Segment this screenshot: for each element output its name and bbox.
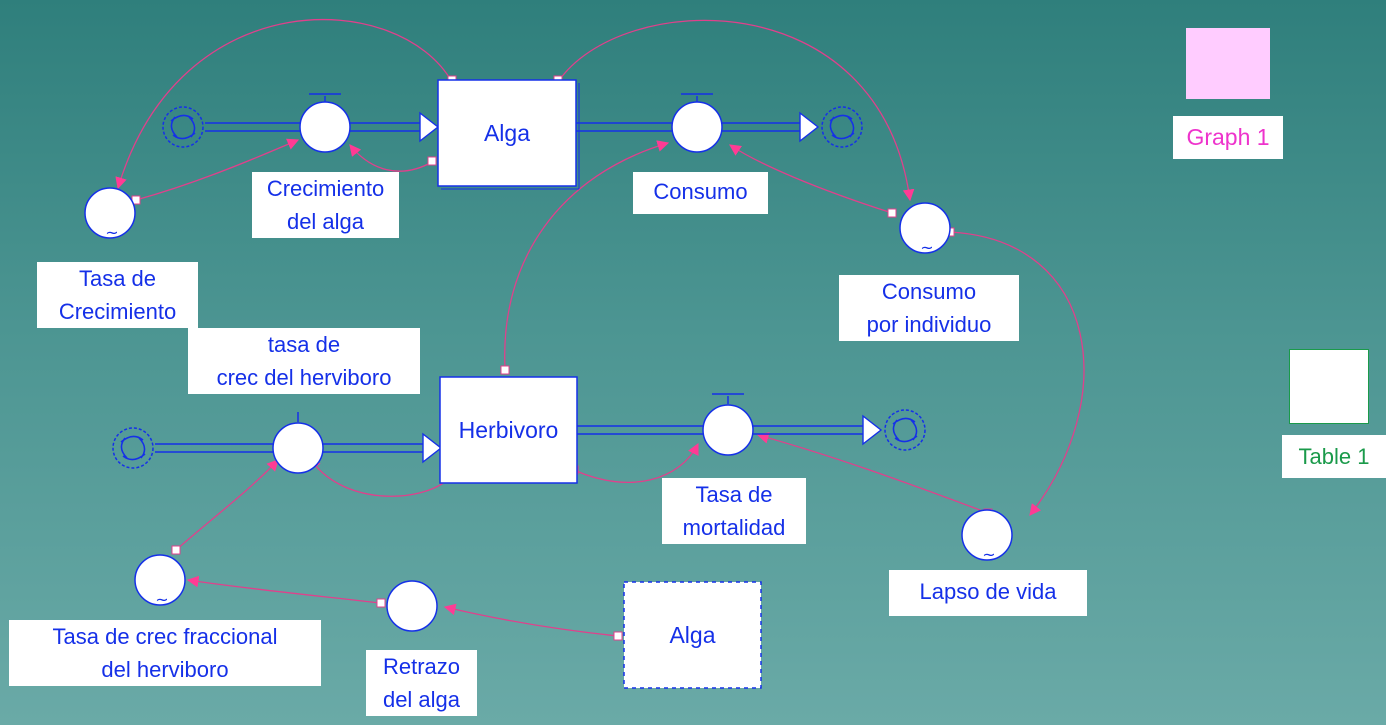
connector-individuo-to-consumo	[729, 144, 893, 214]
connector-herbivoro-to-crec	[309, 457, 451, 497]
connector-alga-to-consumo-individuo	[557, 19, 915, 202]
converter-lapso-vida[interactable]	[961, 509, 1013, 561]
source-cloud-alga	[162, 106, 204, 148]
source-cloud-herbivoro	[112, 427, 154, 469]
sink-cloud-consumo	[821, 106, 863, 148]
connector-retrazo-to-fraccional	[186, 575, 381, 604]
flow-valve-crecimiento[interactable]	[299, 93, 351, 153]
graphical-function-icon: ~	[920, 238, 933, 257]
connector-herbivoro-to-mortalidad	[573, 442, 699, 483]
stock-alga[interactable]	[437, 79, 580, 190]
graphical-function-icon: ~	[982, 545, 995, 564]
connector-alga-to-tasa	[115, 18, 453, 190]
flow-valve-crec-herviboro[interactable]	[272, 412, 324, 474]
stock-label-alga: Alga	[483, 120, 531, 146]
connector-herbivoro-to-consumo	[504, 140, 670, 369]
stock-label-herbivoro: Herbivoro	[458, 417, 559, 443]
converter-consumo-individuo[interactable]	[899, 202, 951, 254]
table-pad[interactable]	[1289, 349, 1369, 424]
connector-alga-to-crecimiento	[349, 144, 433, 172]
connector-individuo-to-lapso	[949, 231, 1085, 516]
graph-label[interactable]: Graph 1	[1173, 116, 1283, 159]
graphical-function-icon: ~	[155, 590, 168, 609]
stock-herbivoro[interactable]	[439, 376, 578, 484]
table-label[interactable]: Table 1	[1282, 435, 1386, 478]
connector-tasa-to-crecimiento	[135, 138, 300, 201]
connector-fraccional-to-crec	[175, 459, 279, 551]
converter-label-lapso-vida: Lapso de vida	[889, 570, 1087, 616]
converter-retrazo-alga[interactable]	[386, 580, 438, 632]
sink-cloud-mortalidad	[884, 409, 926, 451]
flow-valve-mortalidad[interactable]	[702, 393, 754, 456]
converter-tasa-crec-fraccional[interactable]	[134, 554, 186, 606]
stock-alga-ghost[interactable]	[623, 581, 762, 689]
connector-lapso-to-mortalidad	[756, 432, 989, 514]
flow-label-consumo: Consumo	[633, 172, 768, 214]
flow-valve-consumo[interactable]	[671, 93, 723, 153]
stock-label-alga-ghost: Alga	[669, 622, 716, 648]
connector-alga-to-retrazo	[443, 603, 619, 637]
graph-icon[interactable]	[1186, 28, 1270, 99]
converter-tasa-crecimiento[interactable]	[84, 187, 136, 239]
graphical-function-icon: ~	[105, 223, 118, 242]
